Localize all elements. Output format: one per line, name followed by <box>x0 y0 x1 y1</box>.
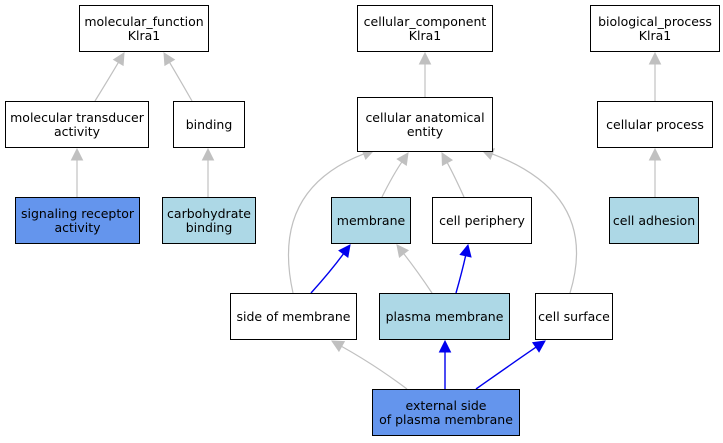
go-term-node-cp: cellular process <box>597 101 713 148</box>
edge-line <box>310 253 345 294</box>
node-label-line: biological_process <box>598 13 712 29</box>
edge-arrowhead <box>70 147 84 161</box>
edge-line <box>475 346 537 390</box>
node-label-line: of plasma membrane <box>379 411 513 427</box>
go-term-node-cs: cell surface <box>535 293 613 340</box>
node-label-line: cell surface <box>538 308 610 324</box>
edge-arrowhead <box>441 152 454 167</box>
node-label-line: side of membrane <box>236 308 351 324</box>
go-term-node-pm: plasma membrane <box>379 293 510 340</box>
edge-arrowhead <box>438 339 452 353</box>
node-label-line: cellular_component <box>363 13 487 29</box>
go-term-node-som: side of membrane <box>230 293 357 340</box>
edge-arrowhead <box>163 52 176 67</box>
edge-espm-to-cs <box>475 340 546 390</box>
edge-arrowhead <box>418 51 432 65</box>
edge-mem-to-cae <box>381 152 409 198</box>
edge-arrowhead <box>338 244 351 258</box>
go-term-node-cadh: cell adhesion <box>609 197 699 244</box>
edge-cadh-to-cp <box>648 147 662 197</box>
node-label-line: cell adhesion <box>612 212 696 228</box>
node-label-line: cellular process <box>606 116 704 132</box>
node-label-line: activity <box>54 219 101 235</box>
edge-arrowhead <box>331 340 346 353</box>
edge-line <box>455 255 467 294</box>
edge-sra-to-mta <box>70 147 84 198</box>
node-label-line: activity <box>53 123 101 139</box>
edge-cb-to-bind <box>201 147 215 198</box>
edge-mta-to-mf <box>94 52 125 102</box>
node-label-line: Klra1 <box>127 27 161 43</box>
edge-line <box>403 253 433 294</box>
node-label-line: molecular_function <box>84 13 204 29</box>
edge-espm-to-som <box>331 340 408 390</box>
edge-line <box>492 153 578 294</box>
node-label-line: carbohydrate <box>167 205 251 221</box>
node-label-line: Klra1 <box>408 27 442 43</box>
go-term-node-cper: cell periphery <box>432 197 532 244</box>
edge-arrowhead <box>648 147 662 161</box>
node-label-line: cellular anatomical <box>365 109 485 125</box>
node-label-line: plasma membrane <box>385 308 504 324</box>
node-label-line: cell periphery <box>439 212 525 228</box>
node-label-line: binding <box>185 219 233 235</box>
edge-arrowhead <box>396 244 410 258</box>
go-term-node-mem: membrane <box>331 197 411 244</box>
node-label-line: entity <box>406 123 444 139</box>
edge-arrowhead <box>459 243 472 258</box>
edge-arrowhead <box>531 340 546 353</box>
edge-arrowhead <box>396 152 409 167</box>
edge-cper-to-cae <box>441 152 465 198</box>
node-label-line: signaling receptor <box>20 205 135 221</box>
node-label-line: membrane <box>336 212 406 228</box>
edge-line <box>94 62 119 102</box>
node-label-line: external side <box>405 397 487 413</box>
go-term-node-bind: binding <box>173 101 245 148</box>
edge-pm-to-cper <box>455 243 472 294</box>
edge-arrowhead <box>201 147 215 161</box>
edge-line <box>169 62 193 102</box>
edge-som-to-mem <box>310 244 351 294</box>
edge-line <box>341 345 408 390</box>
edge-line <box>287 153 364 294</box>
edge-line <box>446 162 465 198</box>
node-label-line: binding <box>185 116 233 132</box>
edge-arrowhead <box>648 51 662 65</box>
edge-arrowhead <box>112 52 125 67</box>
edge-line <box>381 161 403 198</box>
edge-espm-to-pm <box>438 339 452 389</box>
edge-bind-to-mf <box>163 52 193 102</box>
edge-cp-to-bp <box>648 51 662 101</box>
edge-cae-to-cc <box>418 51 432 98</box>
node-label-line: Klra1 <box>638 27 672 43</box>
edge-pm-to-mem <box>396 244 433 294</box>
node-label-line: molecular transducer <box>10 109 144 125</box>
